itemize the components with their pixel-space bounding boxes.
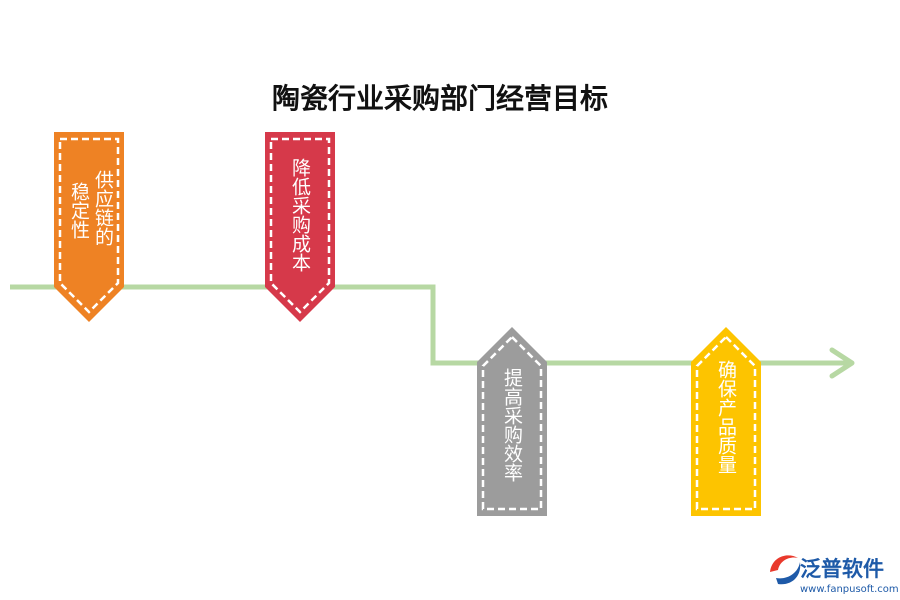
- timeline-line: [10, 284, 850, 366]
- banner-shape: [691, 327, 761, 516]
- banner-shape: [265, 132, 335, 322]
- brand-swirl-icon: [770, 555, 801, 585]
- banner-shape: [54, 132, 124, 322]
- banner-dashed-border: [695, 335, 757, 511]
- goal-label-column-1: 提高采购效率: [501, 368, 523, 482]
- goal-banner-reduce-cost: 降低采购成本: [265, 132, 335, 322]
- goal-banner-ensure-quality: 确保产品质量: [691, 327, 761, 516]
- goal-banner-improve-efficiency: 提高采购效率: [477, 327, 547, 516]
- timeline-arrowhead: [829, 347, 855, 379]
- diagram-title: 陶瓷行业采购部门经营目标: [272, 82, 608, 115]
- banner-dashed-border: [269, 137, 331, 314]
- goal-label-column-2: 稳定性: [68, 182, 90, 239]
- goal-label-column-1: 确保产品质量: [715, 360, 737, 474]
- banner-dashed-border: [481, 335, 543, 511]
- brand-name: 泛普软件: [800, 557, 884, 581]
- goal-label-column-1: 降低采购成本: [289, 158, 311, 272]
- goal-banner-supply-chain-stability: 供应链的 稳定性: [54, 132, 124, 322]
- brand-logo: 泛普软件 www.fanpusoft.com: [770, 555, 899, 595]
- banner-dashed-border: [58, 137, 120, 314]
- banner-shape: [477, 327, 547, 516]
- goal-label-column-1: 供应链的: [92, 170, 114, 246]
- brand-url: www.fanpusoft.com: [800, 584, 899, 595]
